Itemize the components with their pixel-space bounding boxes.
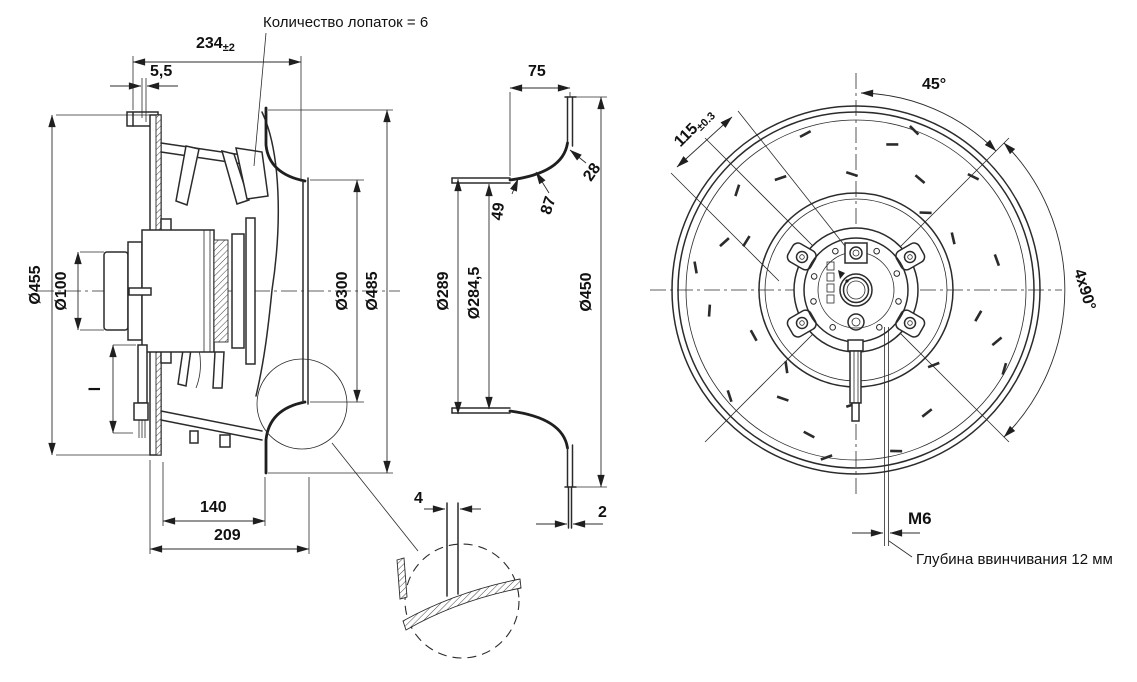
front-view [650, 73, 1062, 494]
dim-2: 2 [598, 504, 607, 521]
dim-cable-length: l [87, 387, 104, 391]
dim-dia300: Ø300 [334, 271, 351, 310]
dim-m6: M6 [908, 509, 932, 528]
dim-4: 4 [414, 490, 423, 507]
dim-234-value: 234 [196, 35, 223, 52]
dim-49: 49 [489, 201, 508, 221]
dim-dia284-5: Ø284,5 [466, 267, 483, 320]
front-view-dimensions: 45° 115±0.3 4x90° M6 Глубина ввинчивания… [670, 76, 1113, 568]
dim-dia289: Ø289 [435, 271, 452, 310]
dim-dia100: Ø100 [53, 271, 70, 310]
dim-dia450: Ø450 [578, 272, 595, 311]
dim-234: 234±2 [196, 35, 235, 54]
blade-count-note: Количество лопаток = 6 [263, 14, 428, 31]
dim-140: 140 [200, 499, 227, 516]
hub-bolt-holes [810, 247, 902, 331]
side-view-dimensions: Количество лопаток = 6 234±2 5,5 Ø455 Ø1… [27, 14, 428, 554]
detail-view [396, 502, 522, 659]
dim-87: 87 [538, 194, 560, 216]
screw-depth-note: Глубина ввинчивания 12 мм [916, 551, 1113, 568]
dim-dia455: Ø455 [27, 265, 44, 304]
dim-209: 209 [214, 527, 241, 544]
section-view-dimensions: 75 49 87 28 Ø289 Ø284,5 Ø450 2 4 [414, 63, 607, 528]
side-view [38, 78, 419, 552]
dim-75: 75 [528, 63, 546, 80]
dim-5-5: 5,5 [150, 63, 172, 80]
hub-ears [786, 242, 926, 338]
dim-4x90: 4x90° [1070, 267, 1099, 312]
dim-dia485: Ø485 [364, 271, 381, 310]
dim-45deg: 45° [922, 76, 946, 93]
dim-234-tol: ±2 [223, 42, 235, 54]
dim-115: 115±0.3 [671, 105, 718, 152]
